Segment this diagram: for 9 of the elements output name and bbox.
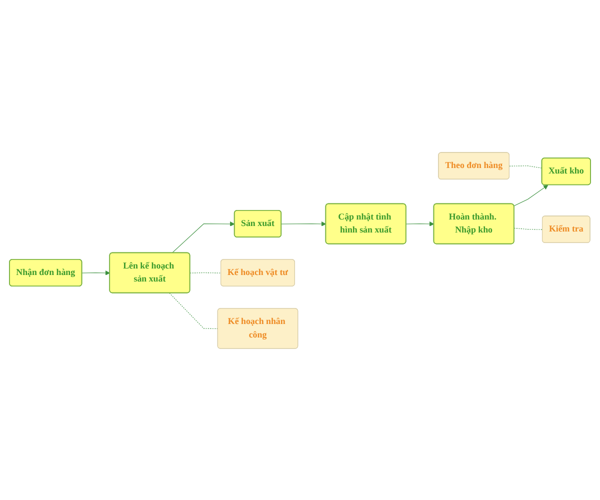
connector [190, 272, 222, 273]
connector [169, 292, 218, 329]
arrow [406, 221, 434, 226]
connector [509, 165, 542, 168]
arrow [514, 184, 548, 206]
arrow [82, 270, 110, 275]
connector [514, 227, 543, 230]
arrow [172, 221, 235, 253]
arrow [281, 221, 326, 226]
